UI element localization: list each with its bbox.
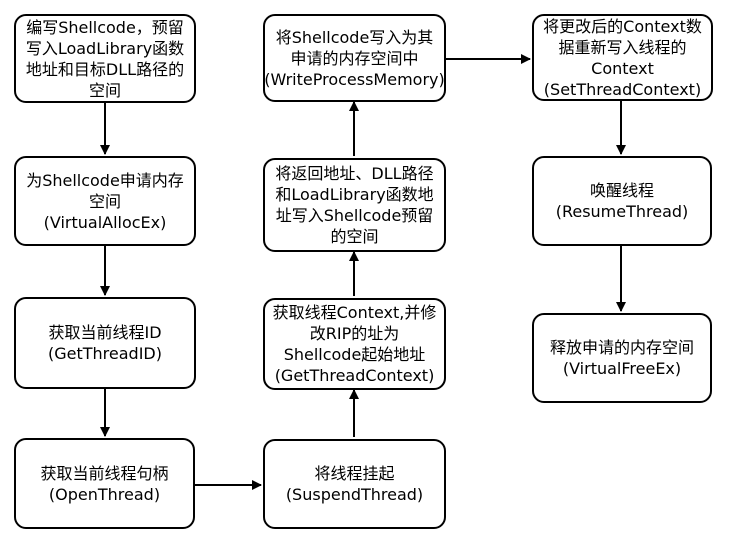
node-text-line: 空间 xyxy=(88,80,121,100)
node-virtual-alloc: 为Shellcode申请内存 空间 (VirtualAllocEx) xyxy=(14,156,196,246)
node-text-line: 获取当前线程ID xyxy=(48,323,162,342)
node-text-line: (VirtualAllocEx) xyxy=(43,212,167,232)
node-get-thread-id: 获取当前线程ID (GetThreadID) xyxy=(14,297,196,389)
node-open-thread: 获取当前线程句柄 (OpenThread) xyxy=(14,438,195,529)
node-text-line: 申请的内存空间中 xyxy=(290,48,419,68)
node-text-line: 将返回地址、DLL路径 xyxy=(275,164,434,183)
node-text-line: (GetThreadContext) xyxy=(274,366,435,385)
node-text-line: (GetThreadID) xyxy=(48,344,162,363)
node-get-thread-context: 获取线程Context,并修 改RIP的址为 Shellcode起始地址 (Ge… xyxy=(263,298,446,390)
node-text-line: 编写Shellcode，预留 xyxy=(26,17,184,37)
node-text-line: 空间 xyxy=(88,191,121,211)
node-text-line: 获取当前线程句柄 xyxy=(40,463,169,483)
node-text-line: 据重新写入线程的 xyxy=(558,37,687,57)
node-write-process-memory: 将Shellcode写入为其 申请的内存空间中 (WriteProcessMem… xyxy=(263,14,446,102)
node-text-line: 为Shellcode申请内存 xyxy=(26,170,184,190)
node-text-line: 地址和目标DLL路径的 xyxy=(25,59,185,79)
node-suspend-thread: 将线程挂起 (SuspendThread) xyxy=(263,439,446,529)
node-resume-thread: 唤醒线程 (ResumeThread) xyxy=(532,156,712,246)
node-text-line: 获取线程Context,并修 xyxy=(272,303,437,322)
node-set-thread-context: 将更改后的Context数 据重新写入线程的 Context (SetThrea… xyxy=(532,14,713,101)
node-text-line: 写入LoadLibrary函数 xyxy=(25,38,185,58)
node-text-line: 将线程挂起 xyxy=(314,464,395,483)
node-text-line: Context xyxy=(591,58,654,78)
node-virtual-free: 释放申请的内存空间 (VirtualFreeEx) xyxy=(532,313,712,403)
node-text-line: (SetThreadContext) xyxy=(543,79,702,99)
node-text-line: (SuspendThread) xyxy=(285,485,424,504)
node-write-shellcode: 编写Shellcode，预留 写入LoadLibrary函数 地址和目标DLL路… xyxy=(14,14,196,103)
node-text-line: (ResumeThread) xyxy=(555,202,689,221)
node-text-line: 址写入Shellcode预留 xyxy=(275,206,434,225)
node-text-line: 改RIP的址为 xyxy=(309,324,400,343)
node-text-line: 释放申请的内存空间 xyxy=(549,338,694,357)
node-text-line: Shellcode起始地址 xyxy=(283,345,426,364)
node-text-line: 将更改后的Context数 xyxy=(543,16,702,36)
node-write-addresses: 将返回地址、DLL路径 和LoadLibrary函数地 址写入Shellcode… xyxy=(263,158,446,252)
node-text-line: 的空间 xyxy=(330,227,379,246)
node-text-line: 和LoadLibrary函数地 xyxy=(275,185,434,204)
node-text-line: (OpenThread) xyxy=(48,484,161,504)
node-text-line: 将Shellcode写入为其 xyxy=(275,27,434,47)
node-text-line: (VirtualFreeEx) xyxy=(562,359,682,378)
node-text-line: 唤醒线程 xyxy=(589,181,654,200)
node-text-line: (WriteProcessMemory) xyxy=(264,69,445,89)
